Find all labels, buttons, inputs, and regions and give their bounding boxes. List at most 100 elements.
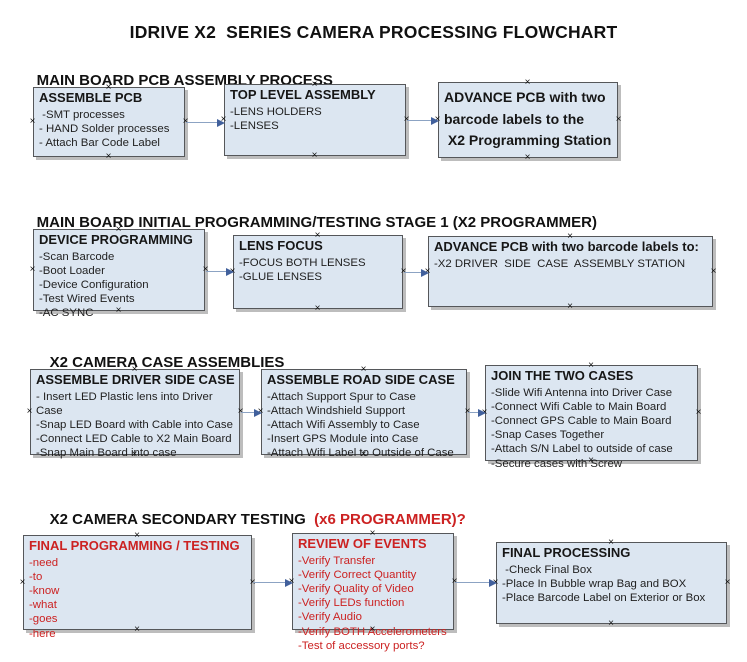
arrow-head-icon xyxy=(431,116,439,125)
flow-box-join-the-two-cases[interactable]: JOIN THE TWO CASES -Slide Wifi Antenna i… xyxy=(482,361,702,470)
arrow-shaft xyxy=(241,411,256,414)
box-item: -Attach Wifi Label to Outside of Case xyxy=(267,447,454,460)
box-title: FINAL PROCESSING xyxy=(502,545,631,560)
box-item: - HAND Solder processes xyxy=(39,123,170,136)
section-header-text: X2 CAMERA SECONDARY TESTING xyxy=(49,511,310,528)
connection-handle-icon: × xyxy=(29,116,36,127)
arrow-shaft xyxy=(404,271,423,274)
arrow-head-icon xyxy=(226,267,234,276)
arrow-head-icon xyxy=(254,408,262,417)
flow-arrow[interactable] xyxy=(253,578,293,587)
box-item: -Attach Support Spur to Case xyxy=(267,390,416,403)
arrow-shaft xyxy=(253,581,287,584)
box-title: TOP LEVEL ASSEMBLY xyxy=(230,87,376,102)
box-item: -to xyxy=(29,571,43,584)
connection-handle-icon: × xyxy=(710,265,717,277)
box-item: -AC SYNC xyxy=(39,307,94,320)
arrow-head-icon xyxy=(421,268,429,277)
flow-box-final-programming-testing[interactable]: FINAL PROGRAMMING / TESTING -need -to-kno… xyxy=(20,531,256,640)
flow-arrow[interactable] xyxy=(404,268,429,277)
box-item: -Verify Correct Quantity xyxy=(298,569,417,582)
flow-arrow[interactable] xyxy=(186,118,225,127)
connection-handle-icon: × xyxy=(29,264,36,275)
flow-box-top-level-assembly[interactable]: TOP LEVEL ASSEMBLY -LENS HOLDERS-LENSES … xyxy=(221,80,410,161)
box-item: -Insert GPS Module into Case xyxy=(267,433,419,446)
box-item: -Slide Wifi Antenna into Driver Case xyxy=(491,386,673,399)
box-item: -FOCUS BOTH LENSES xyxy=(239,256,366,269)
box-item: -Connect LED Cable to X2 Main Board xyxy=(36,433,232,446)
box-item: -here xyxy=(29,627,56,640)
box-item: -Secure cases with Screw xyxy=(491,457,623,470)
box-title: REVIEW OF EVENTS xyxy=(298,536,427,551)
box-title: JOIN THE TWO CASES xyxy=(491,368,634,383)
box-item: - Attach Bar Code Label xyxy=(39,137,160,150)
section-header-case-assemblies: X2 CAMERA CASE ASSEMBLIES xyxy=(33,337,285,388)
flow-box-assemble-driver-side-case[interactable]: ASSEMBLE DRIVER SIDE CASE - Insert LED P… xyxy=(27,365,244,460)
box-item: -Connect GPS Cable to Main Board xyxy=(491,415,672,428)
box-item-list: -X2 DRIVER SIDE CASE ASSEMBLY STATION xyxy=(434,257,708,271)
box-item: -X2 DRIVER SIDE CASE ASSEMBLY STATION xyxy=(434,257,686,270)
flow-arrow[interactable] xyxy=(455,578,497,587)
section-header-secondary-testing: X2 CAMERA SECONDARY TESTING (x6 PROGRAMM… xyxy=(33,494,466,545)
box-item: -need xyxy=(29,556,59,569)
box-title: DEVICE PROGRAMMING xyxy=(39,232,193,247)
flow-arrow[interactable] xyxy=(241,408,262,417)
box-item: -Attach S/N Label to outside of case xyxy=(491,443,673,456)
box-item: -know xyxy=(29,585,60,598)
box-item: -Verify Quality of Video xyxy=(298,583,414,596)
box-item: -LENS HOLDERS xyxy=(230,105,322,118)
flow-box-review-of-events[interactable]: REVIEW OF EVENTS -Verify Transfer-Verify… xyxy=(289,529,458,652)
box-title: LENS FOCUS xyxy=(239,238,323,253)
connection-handle-icon: × xyxy=(524,152,531,163)
arrow-head-icon xyxy=(489,578,497,587)
box-item-list: -LENS HOLDERS -LENSES xyxy=(230,105,401,133)
box-item: - Insert LED Plastic lens into Driver Ca… xyxy=(36,390,216,418)
flow-box-assemble-road-side-case[interactable]: ASSEMBLE ROAD SIDE CASE -Attach Support … xyxy=(258,365,471,460)
flow-box-device-programming[interactable]: DEVICE PROGRAMMING -Scan Barcode-Boot Lo… xyxy=(30,225,209,320)
flow-box-lens-focus[interactable]: LENS FOCUS -FOCUS BOTH LENSES-GLUE LENSE… xyxy=(230,231,407,314)
flow-arrow[interactable] xyxy=(407,116,439,125)
box-item-list: -Verify Transfer-Verify Correct Quantity… xyxy=(298,554,449,653)
flow-box-assemble-pcb[interactable]: ASSEMBLE PCB -SMT processes- HAND Solder… xyxy=(30,83,189,162)
box-item: -goes xyxy=(29,613,58,626)
connection-handle-icon: × xyxy=(724,577,731,588)
box-item: -LENSES xyxy=(230,120,279,133)
section-header-text: X2 CAMERA CASE ASSEMBLIES xyxy=(49,354,285,371)
box-item-list: - Insert LED Plastic lens into Driver Ca… xyxy=(36,390,235,461)
flow-arrow[interactable] xyxy=(206,267,234,276)
box-item: -Attach Windshield Support xyxy=(267,405,406,418)
connection-handle-icon: × xyxy=(105,151,112,162)
box-item: -Snap Cases Together xyxy=(491,429,605,442)
flow-box-advance-to-case-assembly[interactable]: ADVANCE PCB with two barcode labels to: … xyxy=(425,232,717,312)
box-item-list: -Slide Wifi Antenna into Driver Case -Con… xyxy=(491,386,693,471)
box-item: -Test of accessory ports? xyxy=(298,639,425,652)
box-item: -Verify LEDs function xyxy=(298,597,405,610)
arrow-head-icon xyxy=(217,118,225,127)
box-title: ADVANCE PCB with two barcode labels to: xyxy=(434,239,699,254)
connection-handle-icon: × xyxy=(19,576,26,588)
section-header-initial-programming: MAIN BOARD INITIAL PROGRAMMING/TESTING S… xyxy=(20,197,597,248)
box-item: -Place In Bubble wrap Bag and BOX xyxy=(502,578,687,591)
box-title: FINAL PROGRAMMING / TESTING xyxy=(29,538,240,553)
flow-arrow[interactable] xyxy=(468,408,486,417)
connection-handle-icon: × xyxy=(314,303,321,314)
box-item-list: -FOCUS BOTH LENSES-GLUE LENSES xyxy=(239,256,398,284)
connection-handle-icon: × xyxy=(615,114,622,125)
box-item-list: -SMT processes- HAND Solder processes- A… xyxy=(39,108,180,150)
box-item: -Snap Main Board into case xyxy=(36,447,177,460)
flow-box-advance-to-programming-station[interactable]: ADVANCE PCB with two barcode labels to t… xyxy=(435,78,622,163)
arrow-head-icon xyxy=(478,408,486,417)
arrow-shaft xyxy=(407,119,433,122)
flow-box-final-processing[interactable]: FINAL PROCESSING -Check Final Box-Place … xyxy=(493,538,731,629)
box-title: ADVANCE PCB with two barcode labels to t… xyxy=(444,89,612,149)
section-header-red-text: (x6 PROGRAMMER)? xyxy=(309,511,466,528)
arrow-shaft xyxy=(455,581,491,584)
connection-handle-icon: × xyxy=(26,406,33,417)
connection-handle-icon: × xyxy=(608,618,614,629)
connection-handle-icon: × xyxy=(695,407,702,418)
box-item: -Snap LED Board with Cable into Case xyxy=(36,419,233,432)
box-item-list: -need-to-know-what-goes-here xyxy=(29,556,247,641)
box-title: ASSEMBLE ROAD SIDE CASE xyxy=(267,372,455,387)
box-item-list: -Scan Barcode-Boot Loader-Device Configu… xyxy=(39,250,200,321)
